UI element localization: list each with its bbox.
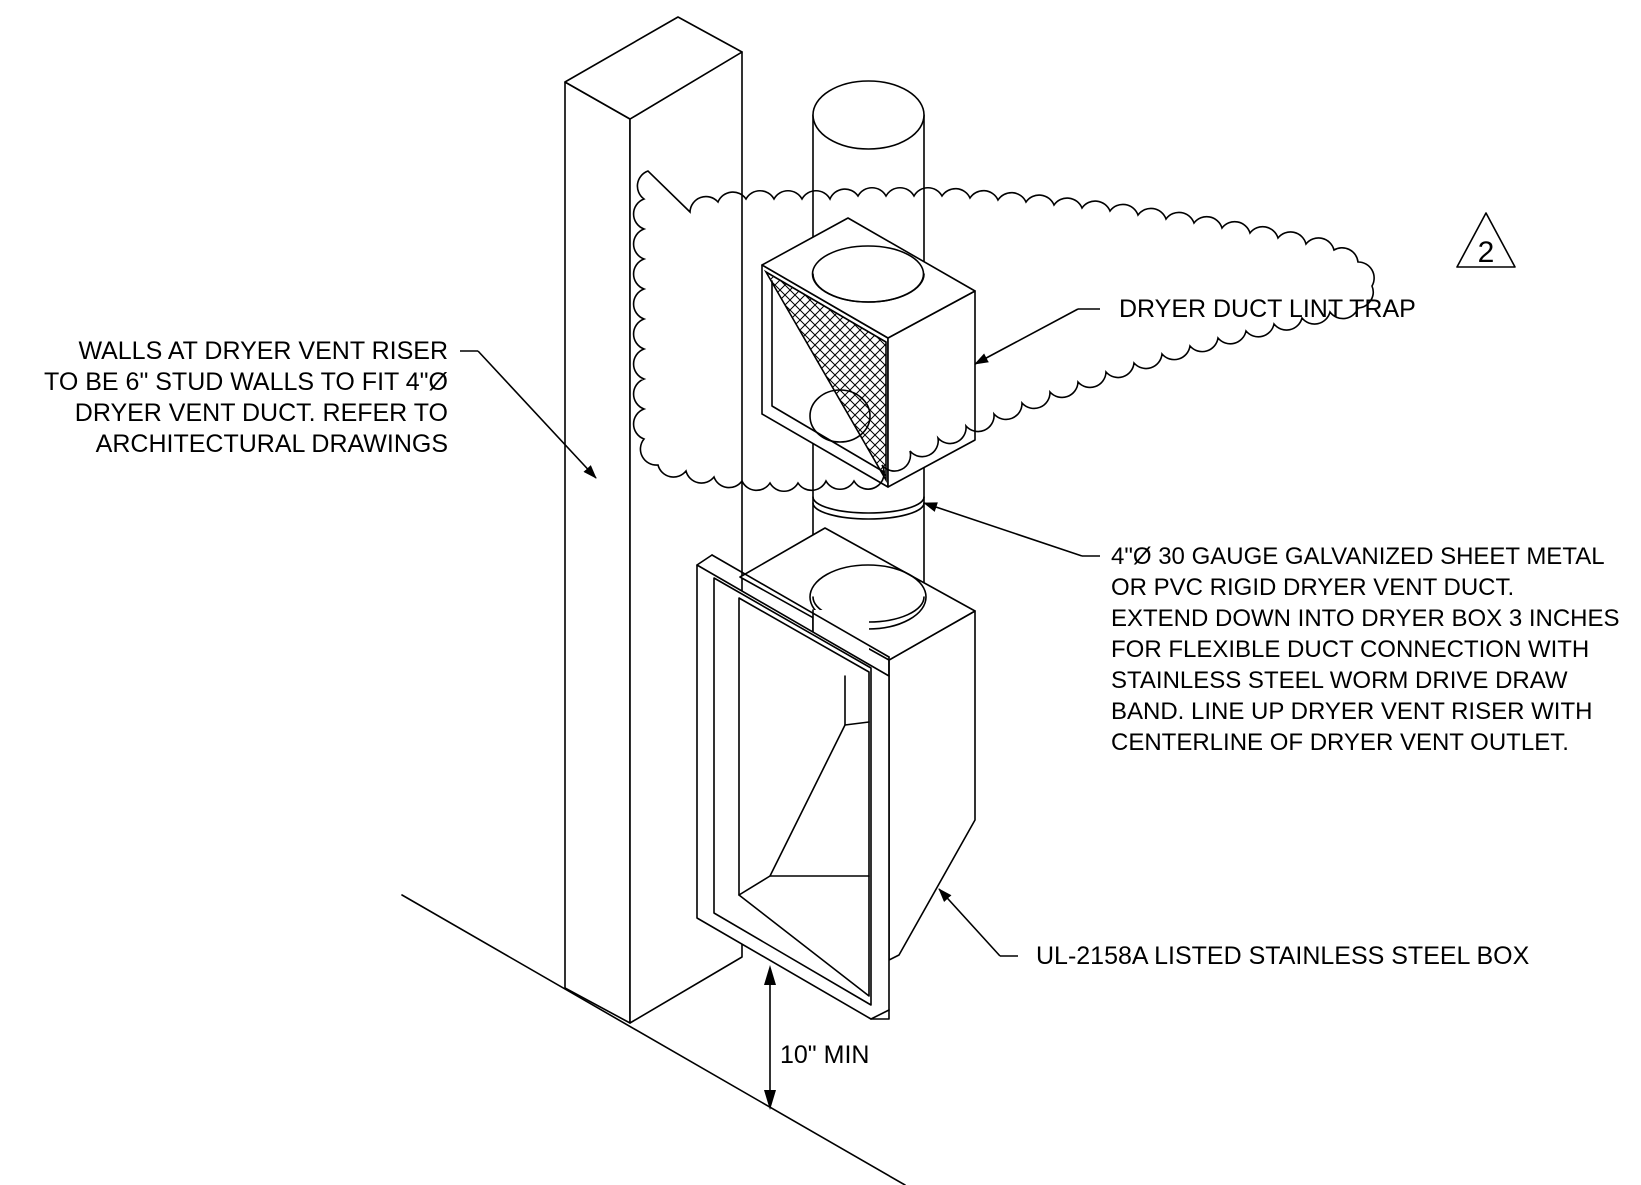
walls-note-line-4: ARCHITECTURAL DRAWINGS [95, 430, 448, 458]
dimension-note: 10" MIN [780, 1040, 869, 1071]
leader-lint-trap [974, 308, 1100, 365]
duct-note-line-7: CENTERLINE OF DRYER VENT OUTLET. [1111, 729, 1569, 756]
duct-note-line-1: 4"Ø 30 GAUGE GALVANIZED SHEET METAL [1111, 543, 1605, 570]
duct-note-line-5: STAINLESS STEEL WORM DRIVE DRAW [1111, 667, 1568, 694]
lint-filter-screen [763, 269, 887, 483]
floor-line [401, 894, 906, 1185]
revision-cloud [632, 170, 1375, 492]
duct-note: 4"Ø 30 GAUGE GALVANIZED SHEET METAL OR P… [1111, 541, 1620, 758]
duct-note-line-4: FOR FLEXIBLE DUCT CONNECTION WITH [1111, 636, 1590, 663]
duct-note-line-2: OR PVC RIGID DRYER VENT DUCT. [1111, 574, 1515, 601]
leader-walls [460, 350, 597, 479]
dryer-box [696, 527, 976, 1020]
leader-duct [923, 502, 1100, 557]
dimension-10-min [764, 965, 776, 1110]
lint-trap-note: DRYER DUCT LINT TRAP [1119, 294, 1416, 325]
dimension-label: 10" MIN [780, 1041, 870, 1069]
walls-note: WALLS AT DRYER VENT RISER TO BE 6" STUD … [44, 336, 448, 460]
box-label: UL-2158A LISTED STAINLESS STEEL BOX [1036, 942, 1530, 970]
lint-trap-label: DRYER DUCT LINT TRAP [1119, 295, 1416, 323]
revision-number: 2 [1478, 236, 1495, 269]
lint-trap-box [761, 217, 976, 488]
triangle-revision-icon: 2 [1456, 212, 1516, 269]
walls-note-line-1: WALLS AT DRYER VENT RISER [78, 337, 448, 365]
duct-note-line-3: EXTEND DOWN INTO DRYER BOX 3 INCHES [1111, 605, 1620, 632]
duct-note-line-6: BAND. LINE UP DRYER VENT RISER WITH [1111, 698, 1593, 725]
walls-note-line-3: DRYER VENT DUCT. REFER TO [74, 399, 448, 427]
walls-note-line-2: TO BE 6" STUD WALLS TO FIT 4"Ø [44, 368, 448, 396]
box-note: UL-2158A LISTED STAINLESS STEEL BOX [1036, 941, 1529, 972]
leader-box [938, 888, 1018, 957]
